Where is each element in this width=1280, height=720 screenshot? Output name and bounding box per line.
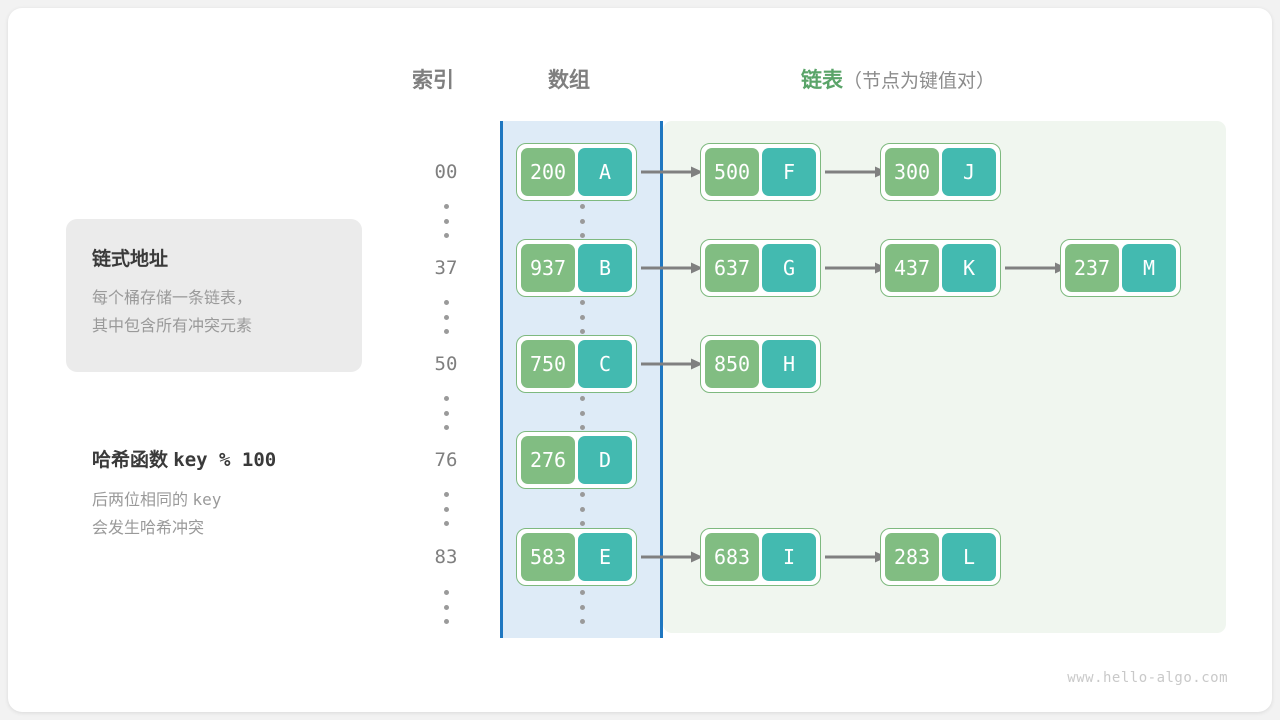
node-value: D [578,436,632,484]
node-value: J [942,148,996,196]
node-key: 283 [885,533,939,581]
array-node-83[interactable]: 583 E [516,528,637,586]
diagram-card: 索引 数组 链表（节点为键值对） 链式地址 每个桶存储一条链表， 其中包含所有冲… [8,8,1272,712]
node-key: 200 [521,148,575,196]
hash-note-line1: 后两位相同的 key [92,486,221,515]
index-ellipsis-3 [436,396,456,430]
node-value: M [1122,244,1176,292]
chain-arrow-37-3 [1005,262,1067,274]
column-header-index: 索引 [412,69,454,92]
callout-title: 链式地址 [92,249,169,270]
callout-body: 每个桶存储一条链表， 其中包含所有冲突元素 [92,285,252,341]
watermark: www.hello-algo.com [1067,670,1228,686]
chain-arrow-00-1 [641,166,703,178]
node-value: B [578,244,632,292]
chain-arrow-37-1 [641,262,703,274]
array-node-37[interactable]: 937 B [516,239,637,297]
chain-arrow-83-1 [641,551,703,563]
node-key: 237 [1065,244,1119,292]
node-value: I [762,533,816,581]
array-ellipsis-1 [572,204,592,238]
node-key: 750 [521,340,575,388]
chain-node-37-2[interactable]: 437 K [880,239,1001,297]
node-key: 937 [521,244,575,292]
hash-note-line2: 会发生哈希冲突 [92,520,205,537]
index-label-00: 00 [434,161,458,183]
node-key: 637 [705,244,759,292]
hash-function-title-prefix: 哈希函数 [92,450,174,471]
hash-note-line1-mono: key [192,490,222,509]
node-value: F [762,148,816,196]
callout-body-line1: 每个桶存储一条链表， [92,290,253,307]
node-value: L [942,533,996,581]
array-node-76[interactable]: 276 D [516,431,637,489]
chain-node-50-1[interactable]: 850 H [700,335,821,393]
index-label-76: 76 [434,449,458,471]
array-node-00[interactable]: 200 A [516,143,637,201]
node-key: 300 [885,148,939,196]
index-ellipsis-4 [436,492,456,526]
node-key: 276 [521,436,575,484]
hash-function-note: 后两位相同的 key 会发生哈希冲突 [92,486,221,543]
chain-arrow-00-2 [825,166,887,178]
hash-function-expression: key % 100 [173,449,277,471]
node-key: 583 [521,533,575,581]
chain-node-83-1[interactable]: 683 I [700,528,821,586]
column-header-linkedlist-main: 链表 [801,69,843,92]
chain-arrow-83-2 [825,551,887,563]
index-label-50: 50 [434,353,458,375]
node-key: 683 [705,533,759,581]
column-header-linkedlist: 链表（节点为键值对） [801,64,995,94]
hash-note-line1-text: 后两位相同的 [92,492,193,509]
chain-node-37-1[interactable]: 637 G [700,239,821,297]
index-ellipsis-1 [436,204,456,238]
node-value: G [762,244,816,292]
callout-body-line2: 其中包含所有冲突元素 [92,318,253,335]
chain-node-37-3[interactable]: 237 M [1060,239,1181,297]
node-key: 500 [705,148,759,196]
chain-arrow-50-1 [641,358,703,370]
chain-arrow-37-2 [825,262,887,274]
array-ellipsis-4 [572,492,592,526]
array-node-50[interactable]: 750 C [516,335,637,393]
chain-node-83-2[interactable]: 283 L [880,528,1001,586]
index-label-83: 83 [434,546,458,568]
hash-function-title: 哈希函数 key % 100 [92,445,276,472]
array-ellipsis-2 [572,300,592,334]
chain-node-00-1[interactable]: 500 F [700,143,821,201]
column-header-linkedlist-sub: （节点为键值对） [843,71,996,92]
node-key: 437 [885,244,939,292]
array-ellipsis-5 [572,590,592,624]
index-ellipsis-2 [436,300,456,334]
node-value: A [578,148,632,196]
index-label-37: 37 [434,257,458,279]
column-header-array: 数组 [548,69,590,92]
node-value: C [578,340,632,388]
node-value: E [578,533,632,581]
index-ellipsis-5 [436,590,456,624]
node-value: H [762,340,816,388]
callout-chaining: 链式地址 每个桶存储一条链表， 其中包含所有冲突元素 [66,219,362,372]
chain-node-00-2[interactable]: 300 J [880,143,1001,201]
node-key: 850 [705,340,759,388]
array-ellipsis-3 [572,396,592,430]
node-value: K [942,244,996,292]
